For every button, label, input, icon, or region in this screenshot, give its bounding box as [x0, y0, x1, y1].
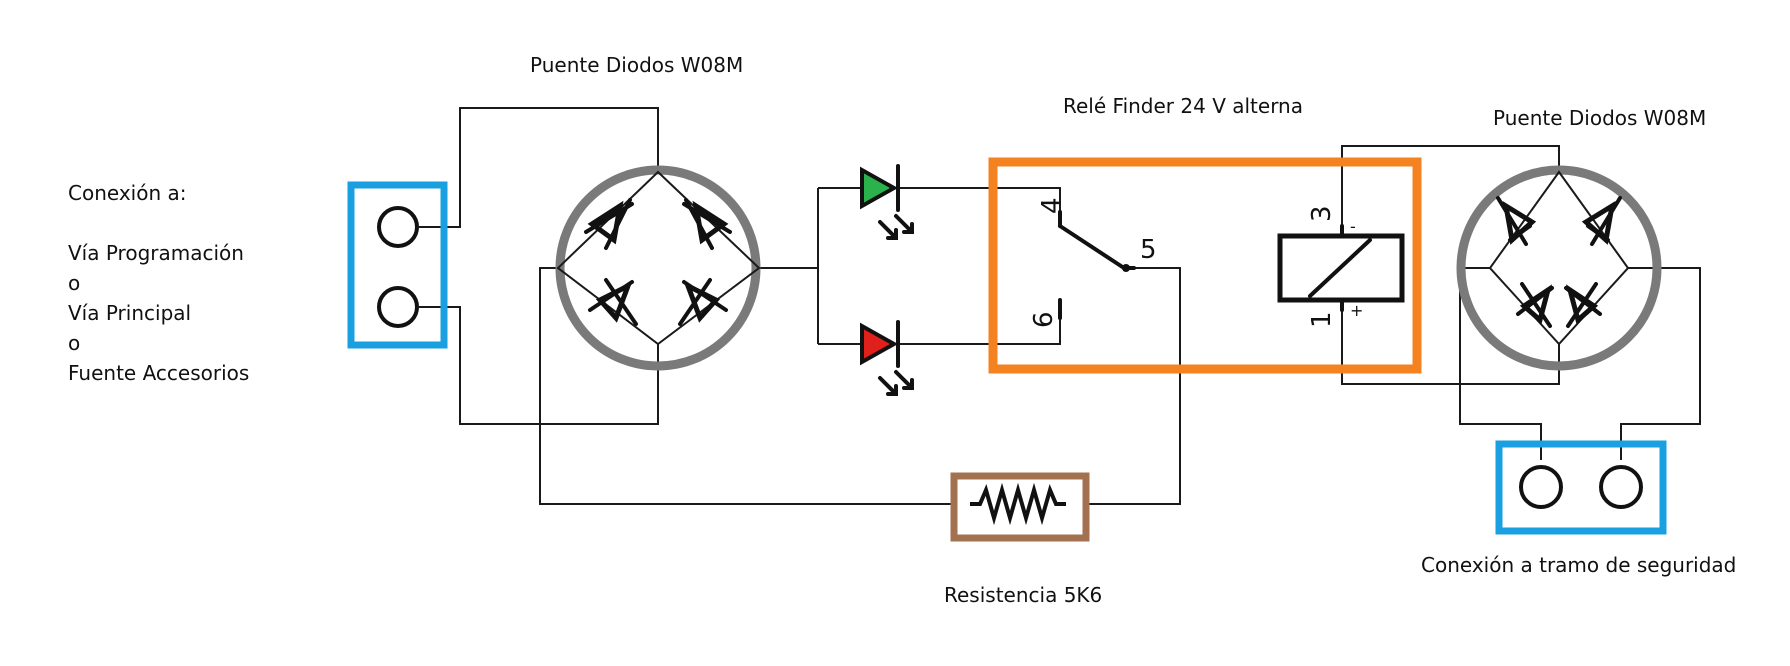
bridge-ring	[555, 165, 761, 371]
pin-4-label: 4	[1037, 197, 1067, 214]
terminal-icon	[377, 286, 419, 328]
resistor-icon	[970, 482, 1066, 526]
safety-connection-label: Conexión a tramo de seguridad	[1421, 553, 1737, 577]
pin-1-label: 1	[1307, 311, 1337, 328]
input-connector	[347, 181, 448, 349]
bridge-right-label: Puente Diodos W08M	[1493, 106, 1707, 130]
relay-coil-icon	[1277, 224, 1405, 312]
resistor-label: Resistencia 5K6	[944, 583, 1103, 607]
pin-6-label: 6	[1029, 311, 1059, 328]
connection-option-main: Vía Principal	[68, 301, 192, 325]
input-connector-frame	[347, 181, 448, 349]
diode-bridge-right	[1456, 165, 1662, 371]
bridge-ring	[1456, 165, 1662, 371]
connection-title: Conexión a:	[68, 181, 187, 205]
connection-description: Conexión a: Vía Programación o Vía Princ…	[68, 178, 249, 388]
terminal-icon	[1599, 465, 1643, 509]
connection-or-2: o	[68, 331, 81, 355]
led-green	[860, 164, 914, 240]
resistor	[950, 472, 1090, 542]
relay-frame	[988, 157, 1422, 374]
safety-connector	[1495, 440, 1667, 535]
resistor-frame	[950, 472, 1090, 542]
connection-option-programming: Vía Programación	[68, 241, 244, 265]
terminal-icon	[1519, 465, 1563, 509]
led-icon	[878, 370, 914, 396]
terminal-icon	[377, 206, 419, 248]
diode-bridge-icon	[1496, 196, 1622, 328]
led-icon	[878, 214, 914, 240]
connection-or-1: o	[68, 271, 81, 295]
led-red	[860, 320, 914, 396]
relay: 4 5 6 3 - 1 +	[988, 157, 1422, 374]
coil-plus-label: +	[1350, 301, 1363, 320]
relay-label: Relé Finder 24 V alterna	[1063, 94, 1303, 118]
wires	[420, 107, 1701, 505]
coil-minus-label: -	[1350, 217, 1356, 236]
safety-connector-frame	[1495, 440, 1667, 535]
pin-3-label: 3	[1307, 205, 1337, 222]
bridge-left-label: Puente Diodos W08M	[530, 53, 744, 77]
diode-bridge-left	[555, 165, 761, 371]
diode-bridge-icon	[584, 198, 732, 326]
connection-option-accessories: Fuente Accesorios	[68, 361, 250, 385]
pin-5-label: 5	[1140, 235, 1157, 265]
relay-contact-icon	[1058, 210, 1136, 320]
